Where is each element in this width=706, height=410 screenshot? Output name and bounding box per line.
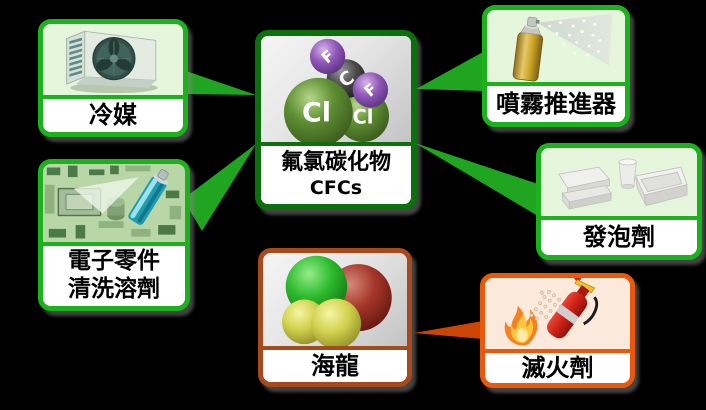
spray-can-icon: ,	[512, 13, 613, 82]
circuit-board-spray-icon	[43, 164, 185, 242]
halon-molecule-icon	[281, 255, 392, 346]
cleaning-label-line1: 電子零件	[68, 248, 160, 275]
node-refrigerant: 冷媒	[38, 19, 188, 137]
connector-halon-extinguishing	[414, 321, 483, 339]
refrigerant-label-text: 冷媒	[89, 101, 137, 130]
halon-label-text: 海龍	[311, 351, 359, 380]
foam-containers-icon	[558, 158, 688, 211]
extinguishing-label: 滅火劑	[485, 349, 630, 383]
refrigerant-label: 冷媒	[43, 95, 183, 132]
foaming-label: 發泡劑	[541, 216, 697, 255]
node-cfc: Cl C F F Cl 氟氯碳化物 CFCs	[255, 30, 417, 210]
propellant-label-text: 噴霧推進器	[496, 89, 616, 118]
node-extinguishing: 滅火劑	[480, 273, 635, 388]
foaming-image	[541, 148, 697, 216]
cfc-label: 氟氯碳化物 CFCs	[261, 142, 411, 204]
cleaning-label: 電子零件 清洗溶劑	[43, 242, 185, 306]
extinguishing-image	[485, 278, 630, 349]
connector-refrigerant-cfc	[186, 71, 256, 95]
node-cleaning: 電子零件 清洗溶劑	[38, 159, 190, 311]
node-foaming: 發泡劑	[536, 143, 702, 260]
halon-label: 海龍	[263, 346, 407, 382]
node-halon: 海龍	[258, 248, 412, 387]
propellant-label: 噴霧推進器	[487, 82, 625, 122]
connector-cleaning-cfc	[183, 144, 256, 231]
refrigerant-image	[43, 24, 183, 95]
connector-cfc-propellant	[416, 52, 483, 91]
air-conditioner-icon	[66, 30, 158, 94]
cfc-molecule-icon: Cl C F F Cl	[283, 38, 389, 142]
foaming-label-text: 發泡劑	[583, 223, 655, 252]
cleaning-image	[43, 164, 185, 242]
extinguishing-label-text: 滅火劑	[521, 353, 594, 382]
cfc-image: Cl C F F Cl	[261, 36, 411, 142]
cfc-abbr: CFCs	[309, 176, 363, 199]
halon-image	[263, 253, 407, 346]
propellant-image: ,	[487, 10, 625, 82]
atom-label-cl-back: Cl	[352, 105, 373, 128]
connector-cfc-foaming	[415, 143, 538, 216]
node-propellant: , 噴霧推進器	[482, 5, 630, 127]
cfc-name: 氟氯碳化物	[280, 150, 391, 176]
cleaning-label-line2: 清洗溶劑	[68, 276, 160, 302]
fire-extinguisher-icon	[504, 278, 599, 346]
atom-label-cl-front: Cl	[302, 98, 331, 129]
